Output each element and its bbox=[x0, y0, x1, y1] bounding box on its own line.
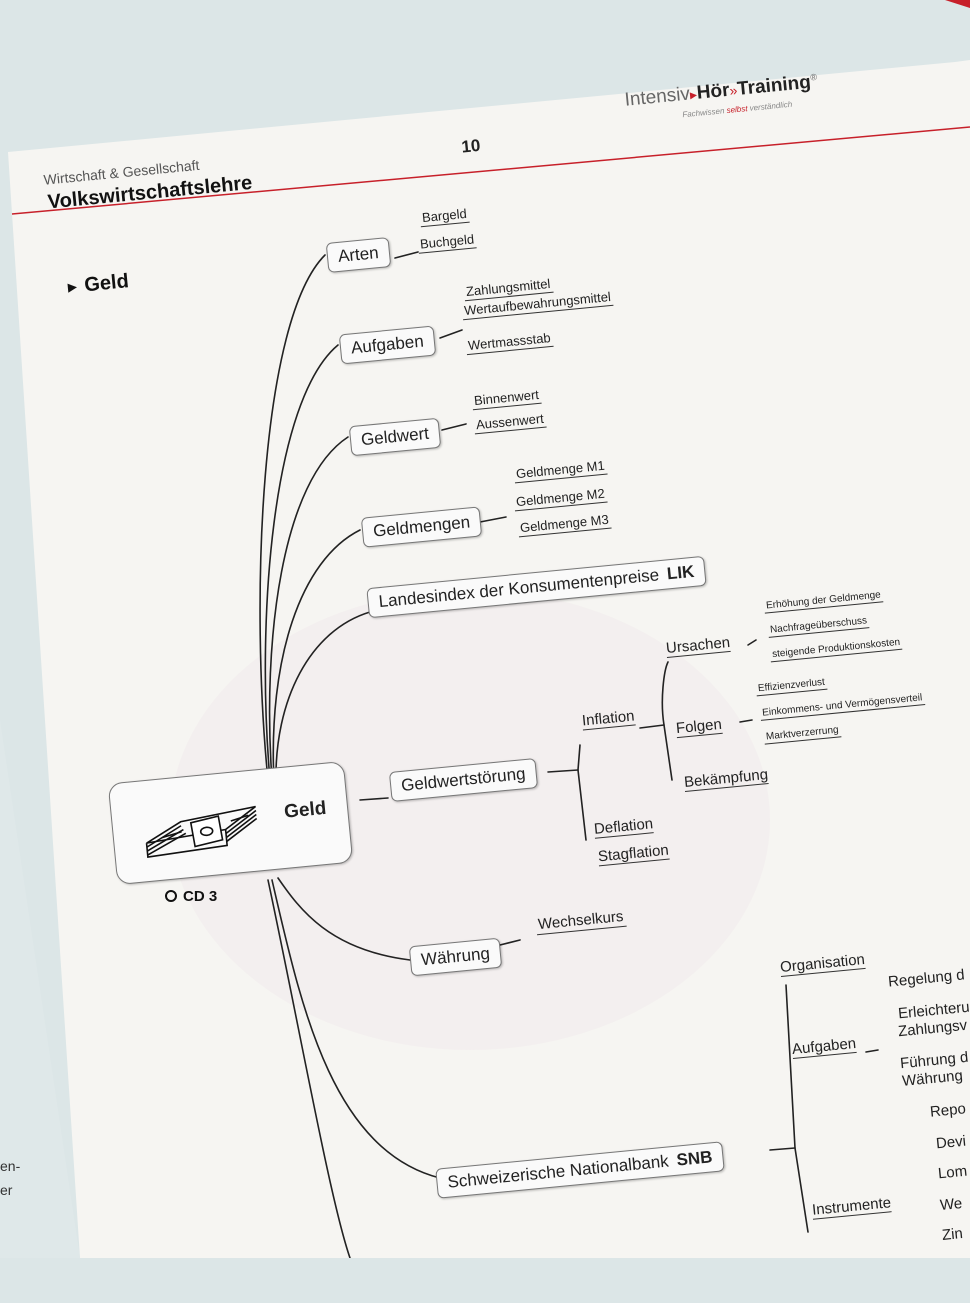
leaf-zins: Zin bbox=[941, 1225, 964, 1244]
node-organisation: Organisation bbox=[779, 950, 866, 978]
node-ursachen: Ursachen bbox=[665, 633, 731, 659]
leaf-devisen: Devi bbox=[935, 1132, 967, 1153]
node-instrumente: Instrumente bbox=[811, 1194, 892, 1220]
leaf-nachfrageueberschuss: Nachfrageüberschuss bbox=[767, 615, 870, 638]
node-snb-aufgaben: Aufgaben bbox=[791, 1034, 857, 1060]
leaf-effizienzverlust: Effizienzverlust bbox=[755, 676, 828, 697]
leaf-aussenwert: Aussenwert bbox=[473, 410, 547, 435]
leaf-inflation: Inflation bbox=[581, 707, 636, 731]
node-geldwertstoerung: Geldwertstörung bbox=[388, 758, 538, 802]
snb-abbr: SNB bbox=[675, 1147, 714, 1170]
node-lik: Landesindex der Konsumentenpreise LIK bbox=[366, 555, 707, 619]
center-node: Geld bbox=[107, 760, 354, 886]
node-aufgaben: Aufgaben bbox=[338, 325, 437, 365]
node-geldmengen: Geldmengen bbox=[360, 506, 483, 548]
leaf-geldmenge-m3: Geldmenge M3 bbox=[517, 511, 612, 538]
leaf-repo: Repo bbox=[929, 1100, 967, 1121]
side-text-2: er bbox=[0, 1182, 13, 1198]
node-arten: Arten bbox=[325, 237, 391, 273]
side-text-1: en- bbox=[0, 1158, 21, 1174]
leaf-bargeld: Bargeld bbox=[419, 205, 470, 228]
mindmap-connectors bbox=[259, 251, 879, 1258]
leaf-stagflation: Stagflation bbox=[597, 841, 670, 867]
leaf-wechselkurs: Wechselkurs bbox=[535, 907, 627, 936]
leaf-steigende-produktionskosten: steigende Produktionskosten bbox=[769, 636, 903, 663]
node-folgen: Folgen bbox=[675, 715, 723, 739]
mindmap: Geld CD 3 Arten Bargeld Buchgeld Aufgabe… bbox=[107, 205, 970, 1244]
lik-abbr: LIK bbox=[666, 561, 696, 584]
leaf-erhoehung-der-geldmenge: Erhöhung der Geldmenge bbox=[763, 589, 884, 614]
node-geldwert: Geldwert bbox=[348, 417, 442, 457]
leaf-lombard: Lom bbox=[937, 1162, 968, 1183]
leaf-regelung: Regelung d bbox=[887, 966, 966, 991]
paper-sheet bbox=[8, 0, 970, 1258]
cd-reference: CD 3 bbox=[165, 888, 217, 905]
cd-label: CD 3 bbox=[183, 888, 218, 905]
cd-circle-icon bbox=[165, 890, 177, 902]
leaf-einkommens-und-vermoegensverteilung: Einkommens- und Vermögensverteil bbox=[759, 692, 925, 721]
leaf-marktverzerrung: Marktverzerrung bbox=[763, 724, 842, 745]
leaf-wechsel: We bbox=[939, 1194, 963, 1215]
leaf-geldmenge-m1: Geldmenge M1 bbox=[513, 457, 608, 484]
banknote-stack-icon bbox=[145, 805, 258, 858]
center-label: Geld bbox=[283, 797, 328, 823]
leaf-deflation: Deflation bbox=[593, 815, 654, 839]
leaf-binnenwert: Binnenwert bbox=[471, 386, 542, 411]
node-bekaempfung: Bekämpfung bbox=[683, 766, 769, 792]
leaf-buchgeld: Buchgeld bbox=[417, 231, 477, 254]
lik-label: Landesindex der Konsumentenpreise bbox=[377, 565, 660, 612]
leaf-wertmassstab: Wertmassstab bbox=[465, 329, 554, 356]
snb-label: Schweizerische Nationalbank bbox=[446, 1151, 670, 1192]
book-page-photo: Wirtschaft & Gesellschaft Volkswirtschaf… bbox=[0, 0, 970, 1258]
node-waehrung: Währung bbox=[408, 937, 503, 977]
leaf-geldmenge-m2: Geldmenge M2 bbox=[513, 485, 608, 512]
